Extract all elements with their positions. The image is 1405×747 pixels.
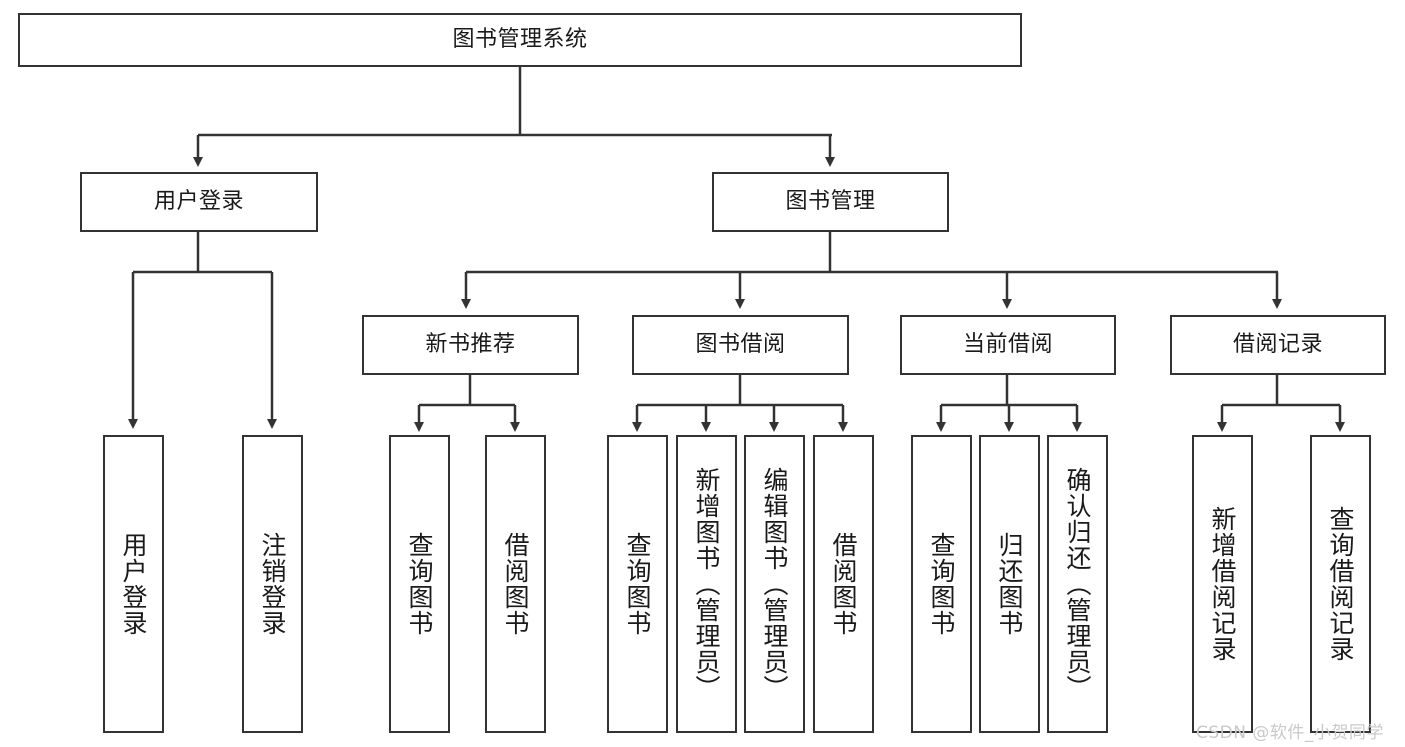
node-label: 查询借阅记录 bbox=[1326, 506, 1355, 662]
leaf-current-borrow-confirm-return-admin[interactable]: 确认归还（管理员） bbox=[1047, 435, 1108, 733]
node-label: 查询图书 bbox=[405, 532, 434, 636]
node-label: 查询图书 bbox=[927, 532, 956, 636]
node-label: 借阅图书 bbox=[829, 532, 858, 636]
node-current-borrow[interactable]: 当前借阅 bbox=[900, 315, 1116, 375]
node-label: 查询图书 bbox=[623, 532, 652, 636]
node-label: 图书管理系统 bbox=[452, 26, 588, 52]
watermark: CSDN @软件_小贺同学 bbox=[1196, 723, 1384, 743]
node-book-management[interactable]: 图书管理 bbox=[712, 172, 949, 232]
node-label: 归还图书 bbox=[995, 532, 1024, 636]
leaf-book-borrow-borrow-books[interactable]: 借阅图书 bbox=[813, 435, 874, 733]
leaf-book-borrow-add-book-admin[interactable]: 新增图书（管理员） bbox=[676, 435, 737, 733]
leaf-borrow-record-query-record[interactable]: 查询借阅记录 bbox=[1310, 435, 1371, 733]
leaf-current-borrow-return-books[interactable]: 归还图书 bbox=[979, 435, 1040, 733]
node-label: 借阅图书 bbox=[501, 532, 530, 636]
node-label: 借阅记录 bbox=[1232, 331, 1323, 357]
node-label: 图书借阅 bbox=[695, 331, 786, 357]
node-label: 当前借阅 bbox=[962, 331, 1053, 357]
node-new-book-recommend[interactable]: 新书推荐 bbox=[362, 315, 579, 375]
leaf-book-borrow-edit-book-admin[interactable]: 编辑图书（管理员） bbox=[744, 435, 805, 733]
leaf-user-login-logout[interactable]: 注销登录 bbox=[242, 435, 303, 733]
node-label: 注销登录 bbox=[258, 532, 287, 636]
node-book-borrow[interactable]: 图书借阅 bbox=[632, 315, 849, 375]
node-label: 用户登录 bbox=[153, 188, 244, 214]
node-label: 新书推荐 bbox=[425, 331, 516, 357]
node-label: 用户登录 bbox=[119, 532, 148, 636]
node-label: 编辑图书（管理员） bbox=[760, 467, 789, 701]
node-user-login[interactable]: 用户登录 bbox=[80, 172, 318, 232]
leaf-current-borrow-query-books[interactable]: 查询图书 bbox=[911, 435, 972, 733]
leaf-book-borrow-query-books[interactable]: 查询图书 bbox=[607, 435, 668, 733]
node-root-book-management-system[interactable]: 图书管理系统 bbox=[18, 13, 1022, 67]
node-borrow-record[interactable]: 借阅记录 bbox=[1170, 315, 1386, 375]
leaf-new-book-borrow-books[interactable]: 借阅图书 bbox=[485, 435, 546, 733]
node-label: 新增图书（管理员） bbox=[692, 467, 721, 701]
node-label: 图书管理 bbox=[785, 188, 876, 214]
node-label: 确认归还（管理员） bbox=[1063, 467, 1092, 701]
node-label: 新增借阅记录 bbox=[1208, 506, 1237, 662]
leaf-user-login-login[interactable]: 用户登录 bbox=[103, 435, 164, 733]
leaf-borrow-record-add-record[interactable]: 新增借阅记录 bbox=[1192, 435, 1253, 733]
leaf-new-book-query-books[interactable]: 查询图书 bbox=[389, 435, 450, 733]
